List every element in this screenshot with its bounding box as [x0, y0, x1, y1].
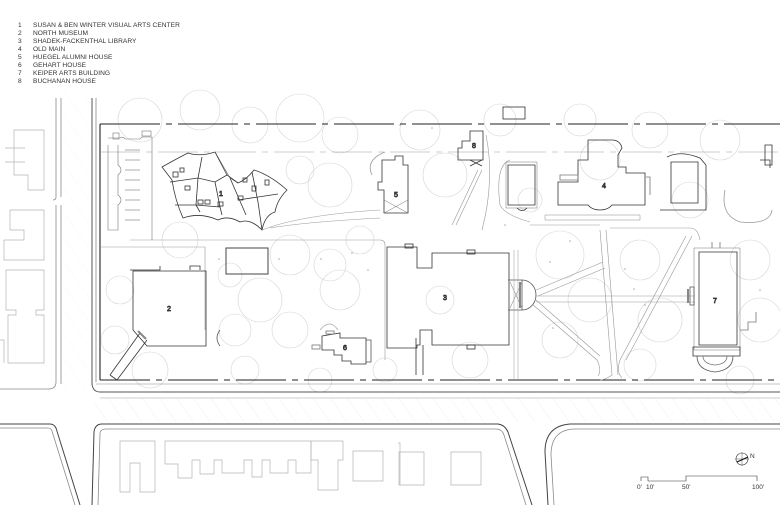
building-label-6: 6: [343, 345, 347, 352]
building-east-hall: [505, 161, 538, 211]
building-label-4: 4: [602, 183, 606, 190]
building-8-buchanan-house: 8: [457, 106, 526, 167]
building-label-3: 3: [443, 295, 447, 302]
south-block-buildings: [119, 440, 482, 493]
svg-text:0': 0': [637, 484, 642, 491]
parking-lot: [107, 130, 153, 240]
scale-bar: 0' 10' 50' 100': [637, 475, 764, 491]
walkway: [100, 209, 386, 360]
building-label-5: 5: [394, 192, 398, 199]
paths: [451, 134, 531, 231]
tree-canopies: [100, 89, 780, 395]
svg-text:100': 100': [752, 484, 764, 491]
quad-paths: [530, 224, 701, 381]
svg-text:10': 10': [646, 484, 654, 491]
building-label-8: 8: [472, 143, 476, 150]
campus-boundary: [96, 123, 780, 385]
building-6-gehart-house: 6: [311, 323, 372, 365]
street-curbs: [0, 98, 780, 505]
building-5-huegel-alumni-house: 5: [369, 151, 409, 214]
north-arrow-icon: N: [735, 452, 755, 466]
building-label-1: 1: [219, 191, 223, 198]
building-7-keiper-arts-building: 7: [687, 242, 757, 373]
building-2-north-museum: 2: [109, 265, 221, 381]
site-markers: [218, 124, 761, 329]
building-1-winter-visual-arts-center: 1: [161, 151, 288, 231]
west-block-buildings: [0, 129, 45, 364]
svg-text:50': 50': [682, 484, 690, 491]
road-hatching: [62, 90, 780, 422]
building-3-shadek-fackenthal-library: 3: [386, 243, 537, 380]
plaza-rectangle: [225, 247, 269, 275]
building-label-7: 7: [713, 298, 717, 305]
building-4-old-main: 4: [544, 139, 651, 221]
building-east-annex: [660, 144, 773, 223]
building-label-2: 2: [167, 306, 171, 313]
svg-text:N: N: [750, 453, 755, 460]
